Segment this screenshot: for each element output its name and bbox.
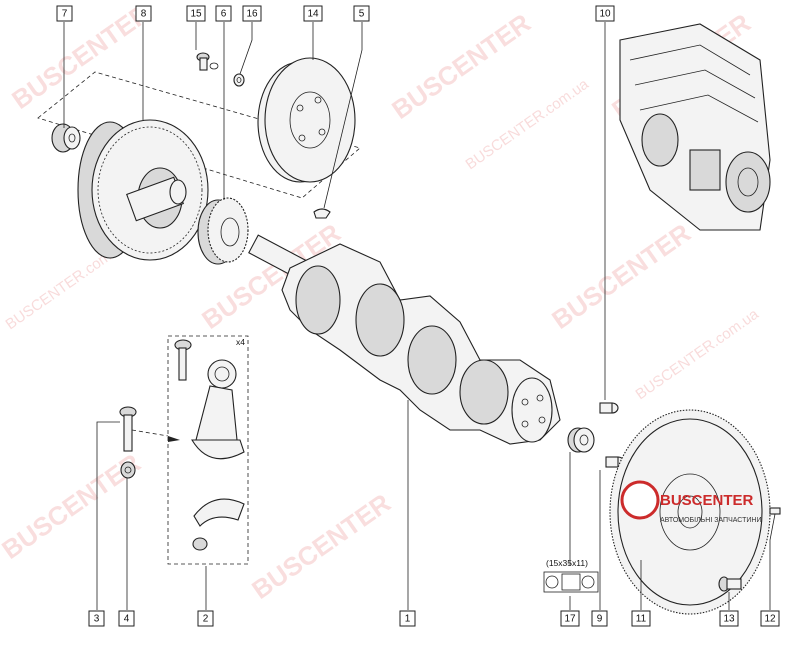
callout-3: 3	[94, 614, 100, 625]
pulley-bolt	[51, 123, 81, 153]
flywheel	[609, 409, 771, 615]
crankshaft	[248, 234, 561, 445]
callout-1: 1	[405, 614, 411, 625]
crankshaft-pulley	[77, 119, 209, 261]
callout-11: 11	[636, 614, 647, 625]
callout-box	[719, 610, 739, 627]
callout-8: 8	[141, 9, 147, 20]
callout-12: 12	[764, 614, 776, 625]
callout-box	[215, 5, 232, 22]
callout-13: 13	[723, 614, 735, 625]
bolt-15	[196, 52, 219, 71]
callout-labels: 7 8 15 6 16 14 5 10 3 4 2 1 17 9 11 13 1	[56, 5, 780, 627]
pilot-bearing	[567, 427, 595, 453]
watermark-domain: BUSCENTER.com.ua	[633, 305, 763, 403]
callout-box	[197, 610, 214, 627]
callout-4: 4	[124, 614, 130, 625]
watermark: BUSCENTER	[246, 487, 396, 605]
watermark: BUSCENTER	[6, 0, 156, 115]
rod-bolt-3	[119, 406, 137, 452]
connecting-rod-kit: x4	[167, 335, 249, 565]
callout-5: 5	[359, 9, 365, 20]
tone-wheel	[257, 57, 356, 183]
engine-thumbnail	[619, 23, 771, 231]
callout-box	[595, 5, 615, 22]
leader-lines	[63, 22, 776, 610]
watermark: BUSCENTER	[386, 7, 536, 125]
bearing-size-icon	[543, 571, 599, 593]
callout-16: 16	[246, 9, 258, 20]
logo-name: BUSCENTER	[660, 492, 754, 509]
callout-7: 7	[62, 9, 68, 20]
callout-2: 2	[203, 614, 209, 625]
callout-box	[760, 610, 780, 627]
callout-box	[353, 5, 370, 22]
callout-box	[118, 610, 135, 627]
flywheel-bolt	[718, 576, 742, 592]
rod-nut-4	[120, 461, 136, 479]
callout-10: 10	[599, 9, 611, 20]
callout-9: 9	[597, 614, 603, 625]
callout-box	[56, 5, 73, 22]
callout-box	[303, 5, 323, 22]
bearing-size-label: (15x35x11)	[546, 558, 588, 568]
callout-box	[135, 5, 152, 22]
washer	[233, 73, 245, 87]
timing-sprocket	[197, 197, 249, 265]
callout-box	[631, 610, 651, 627]
callout-17: 17	[564, 614, 576, 625]
logo-tagline: АВТОМОБІЛЬНІ ЗАПЧАСТИНИ	[660, 517, 761, 524]
callout-box	[88, 610, 105, 627]
dowel-pin-10	[599, 402, 619, 414]
callout-15: 15	[190, 9, 202, 20]
buscenter-logo: BUSCENTER АВТОМОБІЛЬНІ ЗАПЧАСТИНИ	[620, 480, 761, 524]
callout-6: 6	[221, 9, 227, 20]
watermark: BUSCENTER	[546, 217, 696, 335]
callout-box	[186, 5, 206, 22]
watermark-domain: BUSCENTER.com.ua	[463, 75, 593, 173]
woodruff-key	[313, 208, 331, 219]
small-dowel	[769, 507, 781, 515]
rod-kit-qty: x4	[236, 337, 245, 347]
callout-14: 14	[307, 9, 319, 20]
callout-box	[591, 610, 608, 627]
callout-box	[242, 5, 262, 22]
callout-box	[560, 610, 580, 627]
callout-box	[399, 610, 416, 627]
